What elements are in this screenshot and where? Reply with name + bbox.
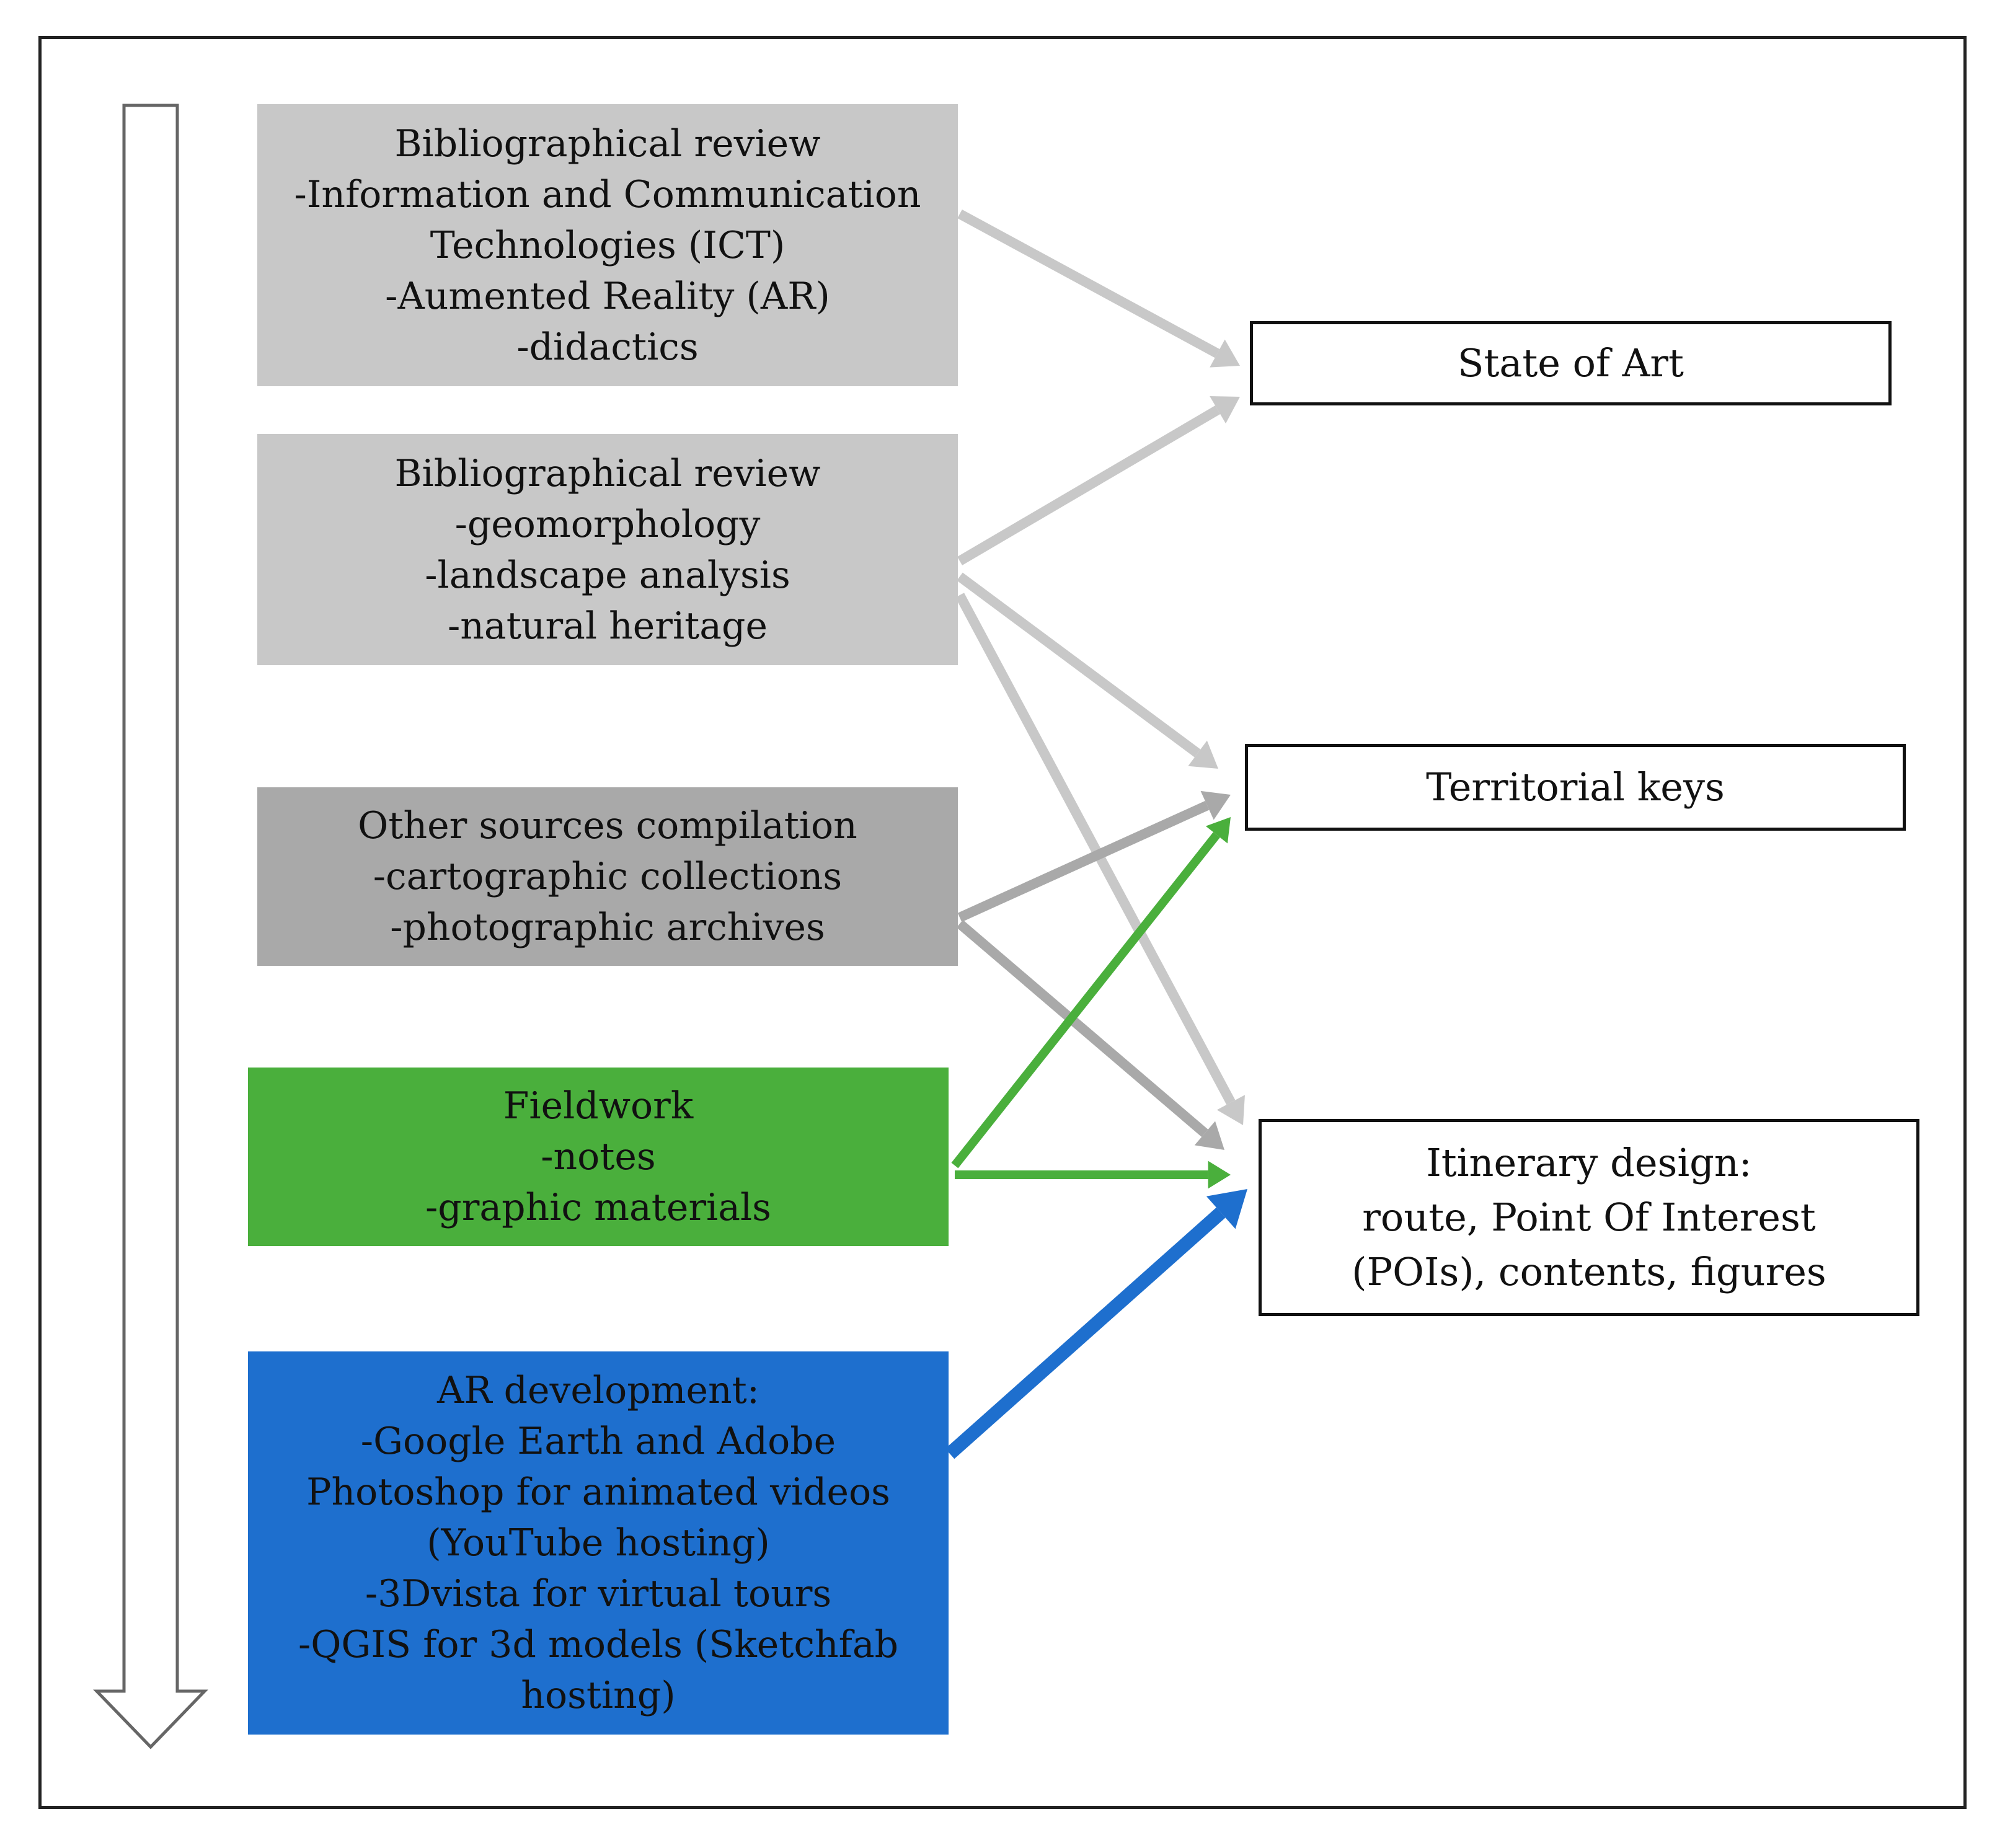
box-line: -3Dvista for virtual tours [365,1572,832,1616]
output-box-state-of-art: State of Art [1250,321,1892,405]
box-line: Fieldwork [503,1084,694,1128]
output-box-itinerary-design: Itinerary design: route, Point Of Intere… [1259,1119,1919,1316]
arrowhead-fieldwork-to-territorial-keys [1205,817,1231,844]
arrowhead-biblio-ict-to-state-of-art [1210,339,1240,368]
box-line: Itinerary design: [1426,1140,1752,1185]
source-box-other-sources: Other sources compilation -cartographic … [257,787,958,966]
connector-arrow-fieldwork-to-territorial-keys [951,832,1220,1169]
arrowhead-biblio-geo-to-itinerary-design [1216,1095,1245,1125]
arrowhead-fieldwork-to-itinerary-design [1208,1161,1231,1189]
box-line: -Information and Communication [294,172,921,216]
arrowhead-other-sources-to-itinerary-design [1194,1121,1224,1150]
box-line: -QGIS for 3d models (Sketchfab [298,1623,899,1666]
connector-arrow-biblio-geo-to-itinerary-design [955,593,1236,1105]
box-line: State of Art [1458,340,1684,386]
box-line: Technologies (ICT) [430,223,786,267]
source-box-fieldwork: Fieldwork -notes -graphic materials [248,1068,949,1246]
diagram-frame [38,36,1967,1809]
connector-arrow-biblio-ict-to-state-of-art [957,209,1220,358]
box-line: -photographic archives [390,906,825,949]
connector-arrow-biblio-geo-to-territorial-keys [957,572,1201,758]
box-line: (POIs), contents, figures [1352,1249,1826,1294]
connector-arrow-ar-development-to-itinerary-design [945,1207,1226,1459]
box-line: -Google Earth and Adobe [360,1420,836,1463]
box-line: -graphic materials [425,1186,771,1229]
connector-arrow-other-sources-to-territorial-keys [957,800,1210,922]
box-line: route, Point Of Interest [1362,1195,1816,1240]
arrowhead-biblio-geo-to-state-of-art [1210,396,1240,424]
output-box-territorial-keys: Territorial keys [1245,744,1906,831]
source-box-ar-development: AR development: -Google Earth and Adobe … [248,1351,949,1735]
connector-arrow-biblio-geo-to-state-of-art [957,405,1221,565]
box-line: Territorial keys [1426,764,1725,810]
box-line: -Aumented Reality (AR) [385,274,830,318]
source-box-biblio-geo: Bibliographical review -geomorphology -l… [257,434,958,665]
box-line: AR development: [437,1369,759,1412]
box-line: -cartographic collections [373,855,843,898]
source-box-biblio-ict: Bibliographical review -Information and … [257,104,958,386]
box-line: Other sources compilation [358,804,857,847]
box-line: hosting) [521,1674,676,1717]
arrowhead-ar-development-to-itinerary-design [1206,1189,1247,1229]
box-line: -didactics [516,325,699,369]
box-line: -landscape analysis [425,553,790,597]
box-line: (YouTube hosting) [427,1521,770,1565]
box-line: -notes [541,1135,656,1178]
connector-arrow-other-sources-to-itinerary-design [956,919,1208,1138]
box-line: -natural heritage [448,604,768,648]
box-line: Bibliographical review [394,122,821,166]
arrowhead-biblio-geo-to-territorial-keys [1188,740,1218,769]
arrowhead-other-sources-to-territorial-keys [1200,790,1231,820]
flow-direction-arrow [93,104,208,1749]
box-line: Bibliographical review [394,451,821,495]
box-line: Photoshop for animated videos [306,1470,890,1514]
box-line: -geomorphology [454,502,761,546]
